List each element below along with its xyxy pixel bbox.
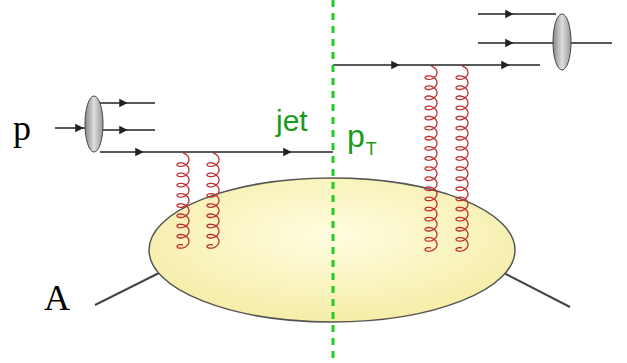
arrowhead: [136, 149, 142, 155]
gluon-coil: [456, 66, 468, 251]
gluon-coil: [425, 66, 437, 251]
arrowhead: [506, 11, 512, 17]
arrowhead: [120, 127, 126, 133]
arrowhead: [392, 62, 398, 68]
arrowhead: [506, 40, 512, 46]
remnant-line: [478, 42, 556, 44]
nucleus-line: [498, 270, 570, 307]
gluon-coil: [207, 153, 219, 248]
arrowhead: [120, 100, 126, 106]
subscript-label: T: [366, 140, 377, 158]
proton-line: [568, 42, 612, 44]
arrowhead: [76, 125, 82, 131]
proton-blob: [85, 96, 103, 152]
proton-blob: [553, 14, 571, 70]
cut-line: [332, 0, 335, 363]
arrowhead: [502, 62, 508, 68]
nucleus-line: [95, 270, 165, 305]
momentum-label: p: [347, 120, 365, 152]
jet-label: jet: [276, 106, 308, 136]
gluon-coil: [177, 153, 189, 248]
proton-label: p: [13, 110, 31, 146]
quark-line: [100, 151, 333, 153]
nucleus-label: A: [44, 280, 70, 316]
arrowhead: [284, 149, 290, 155]
remnant-line: [478, 13, 556, 15]
